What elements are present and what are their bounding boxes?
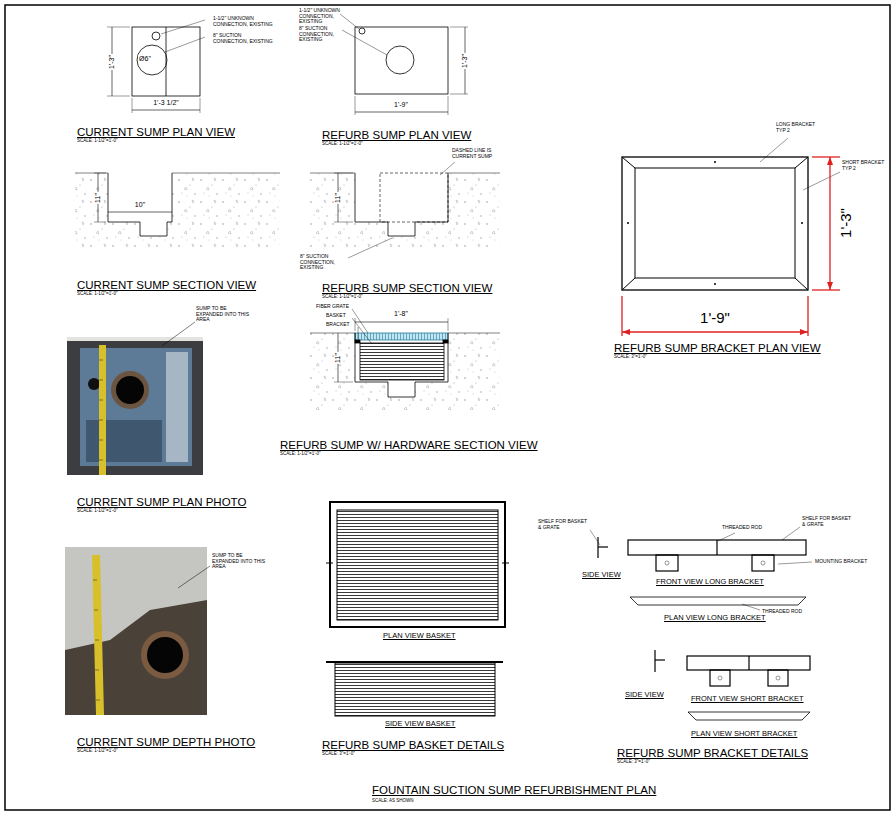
scale-note: SCALE: 1-1/2"=1'-0": [77, 292, 118, 297]
view-title: REFURB SUMP BRACKET PLAN VIEW: [614, 342, 821, 355]
sub-title: PLAN VIEW LONG BRACKET: [664, 614, 766, 622]
dimension-label: 1'-3": [461, 53, 469, 69]
note-label: SHELF FOR BASKET & GRATE: [538, 519, 590, 530]
dimension-label: 11": [334, 352, 342, 364]
sub-title: PLAN VIEW BASKET: [383, 632, 456, 640]
scale-note: SCALE: 1-1/2"=1'-0": [77, 139, 118, 144]
sub-title: PLAN VIEW SHORT BRACKET: [691, 730, 797, 738]
dimension-label: 10": [134, 201, 146, 209]
dimension-label: 1'-9": [699, 310, 731, 327]
dimension-label: 1'-3 1/2": [152, 99, 180, 107]
note-label: THREADED ROD: [762, 609, 802, 615]
sub-title: SIDE VIEW: [582, 571, 621, 579]
view-title: REFURB SUMP BASKET DETAILS: [322, 739, 504, 752]
scale-note: SCALE: 1-1/2"=1'-0": [322, 142, 363, 147]
view-title: REFURB SUMP W/ HARDWARE SECTION VIEW: [280, 439, 538, 452]
view-title: CURRENT SUMP PLAN VIEW: [77, 126, 235, 139]
dimension-label: 1'-8": [393, 310, 409, 318]
sub-title: SIDE VIEW BASKET: [385, 720, 455, 728]
view-title: REFURB SUMP BRACKET DETAILS: [617, 747, 808, 760]
scale-note: SCALE: 1-1/2"=1'-0": [77, 749, 118, 754]
view-title: CURRENT SUMP SECTION VIEW: [77, 279, 256, 292]
note-label: 8" SUCTION CONNECTION, EXISTING: [299, 26, 341, 43]
scale-note: SCALE: AS SHOWN: [372, 799, 414, 804]
note-label: FIBER GRATE: [316, 304, 349, 310]
scale-note: SCALE: 1-1/2"=1'-0": [322, 295, 363, 300]
note-label: SHORT BRACKET TYP 2: [842, 160, 887, 171]
dimension-label: 1'-9": [393, 101, 409, 109]
note-label: LONG BRACKET TYP 2: [776, 122, 821, 133]
sheet-title: FOUNTAIN SUCTION SUMP REFURBISHMENT PLAN: [372, 784, 656, 797]
view-title: CURRENT SUMP PLAN PHOTO: [77, 496, 246, 509]
dimension-label: 1'-3": [838, 207, 855, 239]
sub-title: SIDE VIEW: [625, 691, 664, 699]
note-label: 8" SUCTION CONNECTION, EXISTING: [213, 33, 273, 44]
view-title: REFURB SUMP SECTION VIEW: [322, 282, 492, 295]
note-label: BASKET: [326, 313, 346, 319]
view-title: REFURB SUMP PLAN VIEW: [322, 129, 471, 142]
note-label: SUMP TO BE EXPANDED INTO THIS AREA: [196, 306, 251, 323]
dimension-label: Ø6": [138, 55, 152, 63]
note-label: THREADED ROD: [722, 525, 762, 531]
dimension-label: 11": [334, 192, 342, 204]
dimension-label: 1'-3": [108, 54, 116, 70]
scale-note: SCALE: 1-1/2"=1'-0": [77, 509, 118, 514]
note-label: 1-1/2" UNKNOWN CONNECTION, EXISTING: [213, 16, 273, 27]
note-label: DASHED LINE IS CURRENT SUMP: [452, 148, 507, 159]
note-label: 8" SUCTION CONNECTION, EXISTING: [300, 254, 348, 271]
scale-note: SCALE: 3"=1'-0": [617, 760, 650, 765]
note-label: MOUNTING BRACKET: [815, 559, 867, 565]
sub-title: FRONT VIEW SHORT BRACKET: [691, 695, 804, 703]
note-label: SUMP TO BE EXPANDED INTO THIS AREA: [212, 553, 267, 570]
dimension-label: 11": [94, 192, 102, 204]
note-label: BRACKET: [326, 322, 350, 328]
sub-title: FRONT VIEW LONG BRACKET: [656, 578, 764, 586]
note-label: 1-1/2" UNKNOWN CONNECTION, EXISTING: [299, 8, 341, 25]
scale-note: SCALE: 1-1/2"=1'-0": [280, 452, 321, 457]
scale-note: SCALE: 3"=1'-0": [614, 355, 647, 360]
scale-note: SCALE: 3"=1'-0": [322, 752, 355, 757]
view-title: CURRENT SUMP DEPTH PHOTO: [77, 736, 255, 749]
note-label: SHELF FOR BASKET & GRATE: [802, 516, 852, 527]
